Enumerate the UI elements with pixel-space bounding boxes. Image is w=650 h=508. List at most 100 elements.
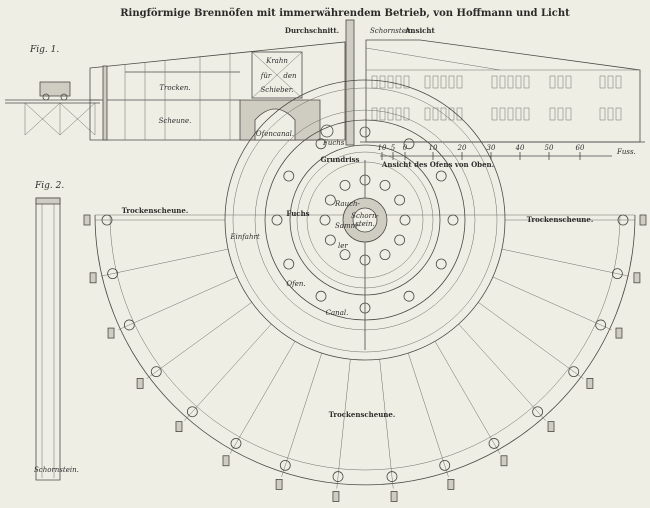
rauchsammler-label-3: ler bbox=[338, 242, 348, 250]
window bbox=[395, 75, 402, 89]
smoke-collector-hole bbox=[324, 194, 336, 206]
pillar bbox=[595, 319, 607, 331]
window bbox=[557, 107, 564, 121]
smoke-collector-hole bbox=[394, 194, 406, 206]
pillar bbox=[123, 319, 135, 331]
window bbox=[371, 75, 378, 89]
schornstein-center-1: Schorn- bbox=[351, 212, 379, 220]
buttress bbox=[639, 214, 647, 226]
scale-tick-label: 20 bbox=[457, 144, 467, 152]
rauchsammler-label-2: Samm- bbox=[335, 222, 360, 230]
radial-wall bbox=[229, 341, 296, 454]
buttress bbox=[175, 421, 183, 432]
fuel-hole bbox=[403, 290, 415, 302]
buttress bbox=[275, 478, 283, 490]
pillar bbox=[611, 268, 623, 280]
buttress bbox=[615, 327, 623, 339]
radial-wall bbox=[408, 353, 449, 477]
pillar bbox=[532, 406, 544, 418]
buttress bbox=[136, 378, 144, 389]
smoke-collector-hole bbox=[399, 214, 411, 226]
ofencanal-label: Ofencanal. bbox=[256, 130, 294, 138]
radial-wall bbox=[118, 276, 238, 331]
buttress bbox=[107, 327, 115, 339]
elevation-heading: Ansicht bbox=[404, 26, 435, 35]
buttress bbox=[547, 421, 555, 432]
scheune-label: Scheune. bbox=[159, 117, 192, 125]
radial-wall bbox=[478, 302, 584, 379]
kiln-ring bbox=[232, 87, 498, 353]
pillar bbox=[186, 406, 198, 418]
window bbox=[615, 107, 622, 121]
scale-tick-label: 0 bbox=[403, 144, 408, 152]
fuel-hole bbox=[283, 258, 295, 270]
window bbox=[379, 107, 386, 121]
buttress bbox=[586, 378, 594, 389]
buttress bbox=[500, 455, 508, 467]
smoke-collector-hole bbox=[339, 179, 351, 191]
kiln-ring bbox=[224, 79, 506, 361]
scale-tick-label: 5 bbox=[391, 144, 396, 152]
fuel-hole bbox=[315, 290, 327, 302]
trockenscheune-label-bottom: Trockenscheune. bbox=[329, 410, 396, 419]
window bbox=[515, 75, 522, 89]
window bbox=[432, 107, 439, 121]
fuel-hole bbox=[283, 170, 295, 182]
fig2-chimney-section: Fig. 2. Schornstein. bbox=[34, 181, 79, 481]
buttress bbox=[447, 478, 455, 490]
fuchs-label-plan: Fuchs bbox=[286, 209, 309, 218]
pillar bbox=[439, 459, 451, 471]
plate-title: Ringförmige Brennöfen mit immerwährendem… bbox=[120, 8, 570, 19]
window bbox=[440, 107, 447, 121]
window bbox=[387, 107, 394, 121]
radial-wall bbox=[434, 341, 501, 454]
radial-wall bbox=[100, 248, 229, 277]
window bbox=[448, 75, 455, 89]
fuel-hole bbox=[447, 214, 459, 226]
cart-icon bbox=[39, 81, 71, 97]
scale-tick-label: 60 bbox=[576, 144, 585, 152]
pillar bbox=[230, 438, 242, 449]
window bbox=[523, 107, 530, 121]
ofen-label: Ofen. bbox=[286, 280, 305, 288]
pillar bbox=[617, 214, 629, 226]
krahn-label-3: den bbox=[283, 72, 297, 80]
krahn-label-4: Schieber. bbox=[260, 86, 293, 94]
fuchs-label-section: Fuchs bbox=[322, 139, 345, 147]
window bbox=[599, 75, 606, 89]
radial-wall bbox=[501, 248, 630, 277]
buttress bbox=[332, 491, 340, 502]
scale-tick-label: 10 bbox=[378, 144, 387, 152]
window bbox=[491, 75, 498, 89]
window bbox=[523, 75, 530, 89]
smoke-collector-hole bbox=[319, 214, 331, 226]
window bbox=[507, 75, 514, 89]
canal-label: Canal. bbox=[326, 309, 349, 317]
krahn-label-2: für bbox=[260, 72, 272, 80]
section-heading: Durchschnitt. bbox=[285, 26, 339, 35]
window bbox=[615, 75, 622, 89]
pillar bbox=[332, 471, 344, 482]
buttress bbox=[390, 491, 398, 502]
window bbox=[403, 75, 410, 89]
window bbox=[491, 107, 498, 121]
fuel-hole bbox=[359, 126, 371, 138]
trockenscheune-label-left: Trockenscheune. bbox=[122, 206, 189, 215]
buttress bbox=[83, 214, 91, 226]
window bbox=[432, 75, 439, 89]
scale-tick-label: 10 bbox=[429, 144, 438, 152]
window bbox=[379, 75, 386, 89]
scale-tick-label: 50 bbox=[545, 144, 554, 152]
scale-tick-label: 40 bbox=[515, 144, 525, 152]
window bbox=[424, 75, 431, 89]
window bbox=[371, 107, 378, 121]
window bbox=[456, 75, 463, 89]
rauchsammler-label-1: Rauch- bbox=[334, 200, 361, 208]
radial-wall bbox=[492, 276, 612, 331]
window bbox=[565, 75, 572, 89]
krahn-label-1: Krahn bbox=[265, 57, 288, 65]
smoke-collector-hole bbox=[339, 249, 351, 261]
smoke-collector-hole bbox=[379, 179, 391, 191]
